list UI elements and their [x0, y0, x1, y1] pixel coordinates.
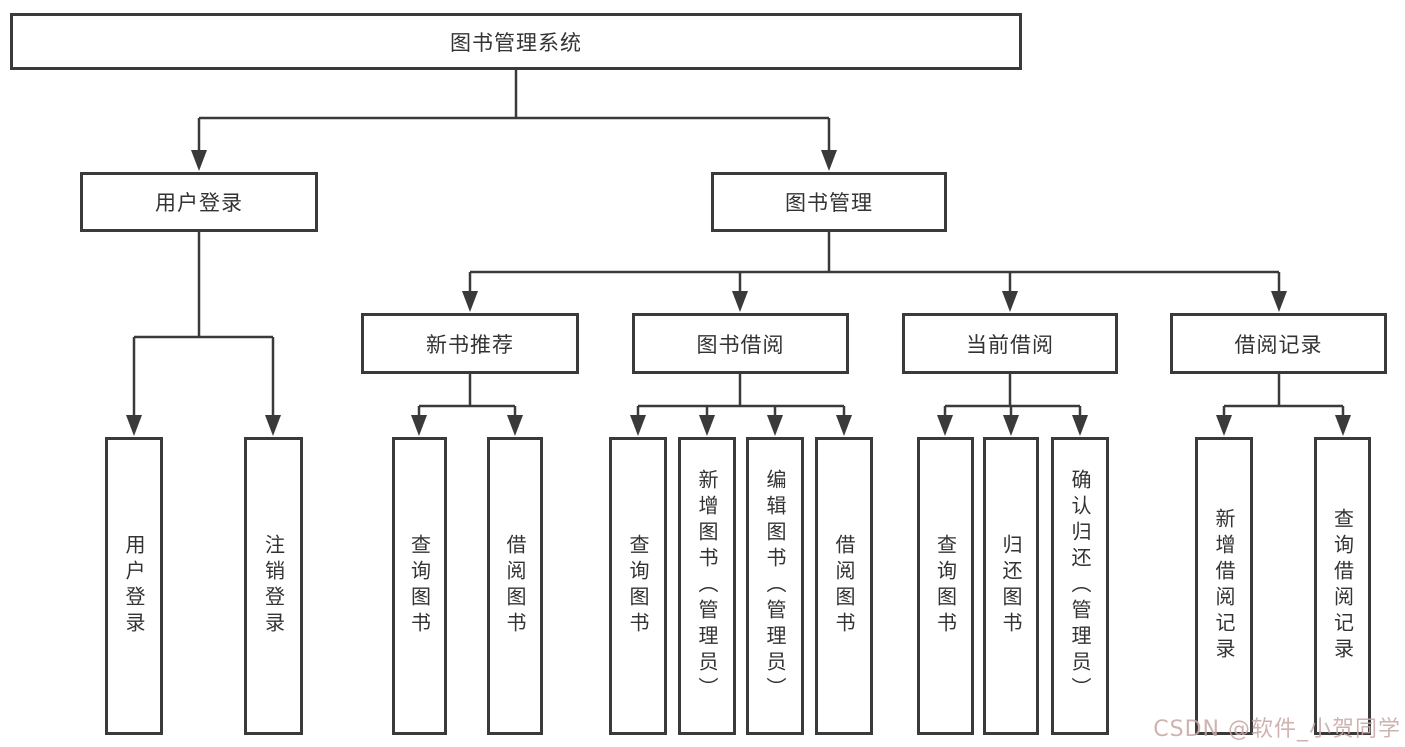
leaf-query-borrow-record: 查询借阅记录 [1314, 437, 1371, 735]
arrowhead [1002, 291, 1018, 312]
arrowhead [462, 291, 478, 312]
connector-currentborrow-to-leaves [943, 374, 1082, 420]
arrowhead [265, 415, 281, 436]
leaf-borrow-books: 借阅图书 [815, 437, 873, 735]
leaf-edit-books-admin: 编辑图书（管理员） [746, 437, 804, 735]
arrowhead [507, 415, 523, 436]
leaf-add-books-admin: 新增图书（管理员） [678, 437, 736, 735]
arrowhead [937, 415, 953, 436]
arrowhead [191, 150, 207, 171]
node-new-book-recommendation: 新书推荐 [361, 313, 579, 374]
arrowhead [1003, 415, 1019, 436]
arrowhead [732, 291, 748, 312]
node-current-borrowing: 当前借阅 [902, 313, 1118, 374]
arrowhead [411, 415, 427, 436]
connector-newbook-to-leaves [417, 374, 517, 420]
node-root-system: 图书管理系统 [10, 13, 1022, 70]
leaf-return-books: 归还图书 [983, 437, 1039, 735]
arrowhead [1216, 415, 1232, 436]
arrowhead [767, 415, 783, 436]
leaf-logout: 注销登录 [244, 437, 303, 735]
node-book-borrowing: 图书借阅 [632, 313, 849, 374]
arrowheads [126, 150, 1351, 436]
connector-borrowrecords-to-leaves [1222, 374, 1345, 420]
leaf-query-books-recommend: 查询图书 [392, 437, 447, 735]
arrowhead [699, 415, 715, 436]
connector-bookmgmt-to-level3 [468, 232, 1281, 296]
leaf-query-books-current: 查询图书 [917, 437, 974, 735]
arrowhead [836, 415, 852, 436]
leaf-user-login: 用户登录 [105, 437, 163, 735]
node-book-management: 图书管理 [711, 172, 947, 232]
node-borrowing-records: 借阅记录 [1170, 313, 1387, 374]
arrowhead [1072, 415, 1088, 436]
arrowhead [630, 415, 646, 436]
csdn-watermark: CSDN @软件_小贺同学 [1153, 717, 1401, 742]
arrowhead [126, 415, 142, 436]
leaf-confirm-return-admin: 确认归还（管理员） [1051, 437, 1109, 735]
leaf-add-borrow-record: 新增借阅记录 [1195, 437, 1253, 735]
leaf-borrow-books-recommend: 借阅图书 [487, 437, 543, 735]
arrowhead [1271, 291, 1287, 312]
connector-userlogin-to-leaves [132, 232, 275, 420]
node-user-login: 用户登录 [80, 172, 318, 232]
arrowhead [821, 150, 837, 171]
leaf-query-books-borrow: 查询图书 [609, 437, 667, 735]
connector-bookborrow-to-leaves [636, 374, 846, 420]
arrowhead [1335, 415, 1351, 436]
connector-root-to-level2 [197, 70, 831, 154]
